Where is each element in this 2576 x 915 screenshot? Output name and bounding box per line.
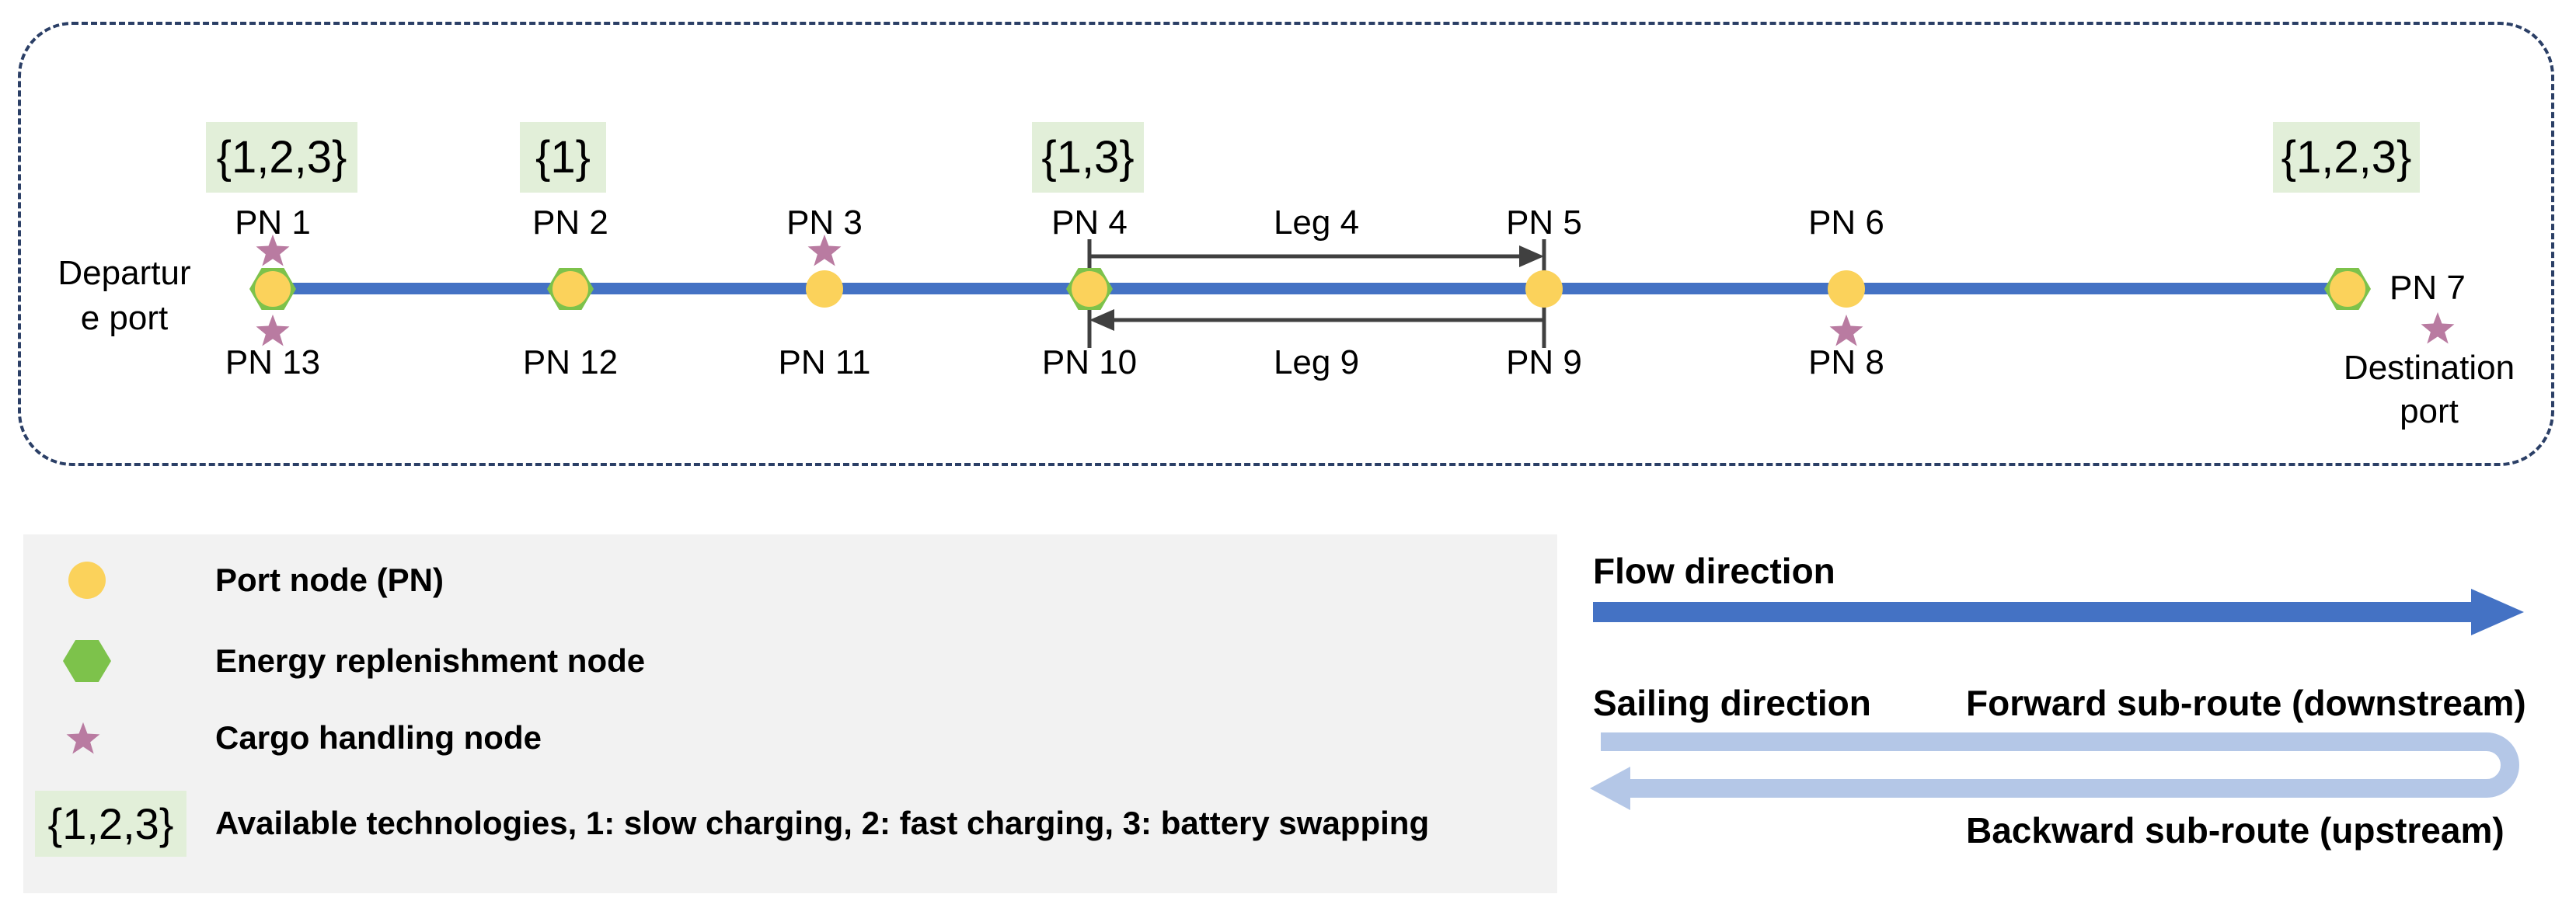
- tech-box-pn2: {1}: [520, 122, 606, 193]
- leg-arrows-graphic: [1087, 239, 1546, 348]
- cargo-handling-star-icon: [807, 234, 842, 266]
- node-bottom-label: PN 13: [225, 343, 321, 381]
- node-bottom-label: PN 11: [778, 343, 871, 381]
- cargo-handling-star-icon: [256, 234, 290, 266]
- departure-port-line2: e port: [80, 299, 169, 337]
- leg4-arrowhead-right-icon: [1519, 245, 1544, 267]
- port-node-circle-icon: [255, 271, 291, 307]
- leg9-arrowhead-left-icon: [1089, 309, 1114, 331]
- tech-box-pn7: {1,2,3}: [2273, 122, 2420, 193]
- node-bottom-label: PN 9: [1506, 343, 1582, 381]
- flow-arrowhead-right-icon: [2471, 589, 2524, 635]
- legend-label-energy-replenishment: Energy replenishment node: [215, 642, 646, 679]
- sailing-u-arrow-path: [1601, 732, 2519, 798]
- flow-direction-label: Flow direction: [1593, 551, 1835, 591]
- cargo-handling-star-icon: [1829, 314, 1863, 346]
- tech-box-pn4: {1,3}: [1032, 122, 1144, 193]
- backward-sub-route-label: Backward sub-route (upstream): [1966, 810, 2505, 851]
- port-node-circle-icon: [1525, 270, 1563, 308]
- forward-sub-route-label: Forward sub-route (downstream): [1966, 683, 2526, 723]
- port-node-circle-icon: [552, 271, 588, 307]
- tech-box-pn1: {1,2,3}: [206, 122, 357, 193]
- legend-panel: [23, 534, 1557, 893]
- port-node-circle-icon: [1828, 270, 1865, 308]
- node-top-label: PN 2: [532, 204, 608, 242]
- available-technologies-box-icon: {1,2,3}: [35, 791, 186, 857]
- port-node-circle-icon: [68, 562, 106, 599]
- destination-port-line2: port: [2400, 392, 2459, 430]
- legend-label-available-technologies: Available technologies, 1: slow charging…: [215, 805, 1430, 841]
- leg9-label: Leg 9: [1273, 343, 1360, 381]
- node-top-label: PN 4: [1051, 204, 1128, 242]
- port-node-circle-icon: [806, 270, 843, 308]
- node-bottom-label: PN 12: [522, 343, 619, 381]
- sailing-arrowhead-left-icon: [1590, 767, 1630, 810]
- destination-port-line1: Destination: [2343, 349, 2515, 387]
- legend-label-cargo-handling: Cargo handling node: [215, 719, 542, 756]
- node-bottom-label: PN 8: [1808, 343, 1884, 381]
- node-bottom-label: PN 10: [1041, 343, 1138, 381]
- legend-label-port-node: Port node (PN): [215, 562, 444, 598]
- node-top-label: PN 5: [1506, 204, 1582, 242]
- cargo-handling-star-icon: [2421, 311, 2455, 344]
- cargo-handling-star-icon: [256, 314, 290, 346]
- node-top-label: PN 6: [1808, 204, 1884, 242]
- node-top-label: PN 3: [786, 204, 863, 242]
- cargo-handling-star-icon: [66, 722, 100, 754]
- node-top-label: PN 1: [235, 204, 311, 242]
- departure-port-line1: Departur: [58, 254, 191, 292]
- port-node-circle-icon: [1072, 271, 1107, 307]
- node-side-label: PN 7: [2390, 269, 2466, 307]
- destination-port-label: Destination port: [2313, 346, 2546, 433]
- flow-direction-arrow: [1593, 589, 2524, 635]
- port-node-circle-icon: [2330, 271, 2365, 307]
- route-diagram-panel: [18, 22, 2554, 466]
- leg4-label: Leg 4: [1273, 204, 1360, 242]
- sailing-direction-u-turn-arrow: [1590, 732, 2519, 810]
- departure-port-label: Departur e port: [27, 251, 221, 341]
- sailing-direction-label: Sailing direction: [1593, 683, 1871, 723]
